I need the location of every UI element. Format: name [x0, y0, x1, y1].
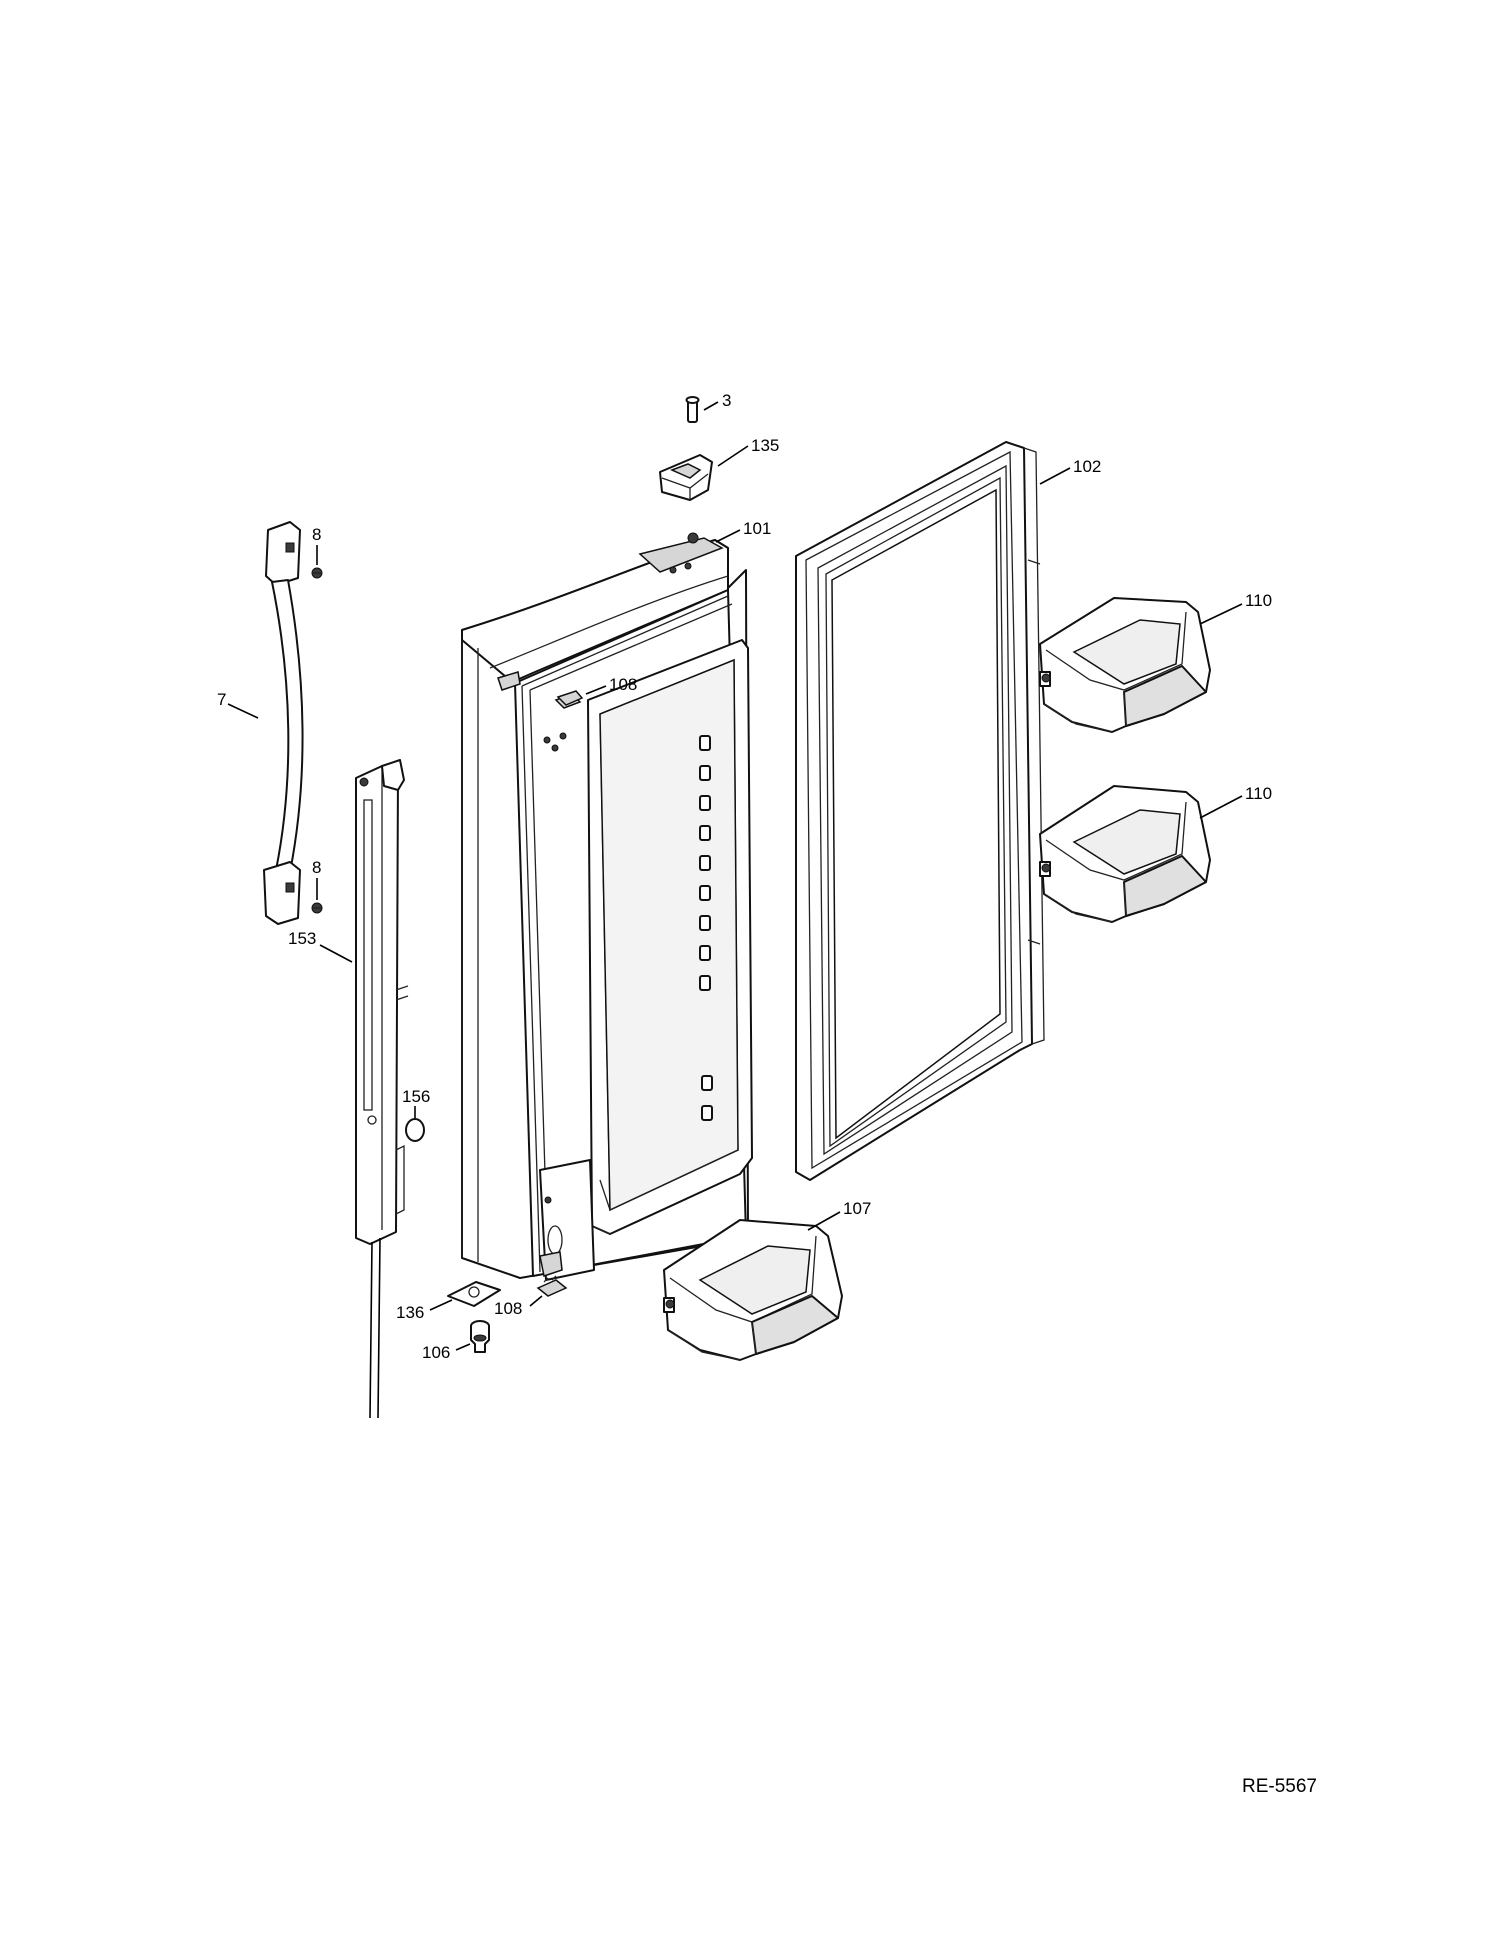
callout-7: 7 — [217, 690, 226, 709]
shelf-ribs — [699, 735, 713, 1121]
diagram-code: RE-5567 — [1242, 1776, 1317, 1797]
part-153-door-trim — [355, 759, 409, 1419]
callout-110-lower: 110 — [1245, 784, 1272, 803]
part-8-screw-bottom — [311, 902, 323, 914]
part-101-door-assembly — [461, 532, 753, 1281]
callout-110-upper: 110 — [1245, 591, 1272, 610]
part-7-door-handle — [263, 521, 304, 925]
part-135-hinge-cover — [659, 454, 713, 501]
part-110-bin-upper — [1039, 597, 1211, 733]
part-3-pin — [685, 396, 700, 423]
part-107-bin-bottom — [663, 1219, 843, 1361]
part-156-plug — [405, 1118, 425, 1142]
part-110-bin-lower — [1039, 785, 1211, 923]
callout-153: 153 — [288, 929, 316, 948]
leader-lines — [227, 401, 1243, 1351]
callout-106: 106 — [422, 1343, 450, 1362]
callout-135: 135 — [751, 436, 779, 455]
callout-8-bottom: 8 — [312, 858, 321, 877]
callout-108-bottom: 108 — [494, 1299, 522, 1318]
callout-102: 102 — [1073, 457, 1101, 476]
callout-136: 136 — [396, 1303, 424, 1322]
part-108-door-stop-top — [556, 690, 584, 706]
callout-108-top: 108 — [609, 675, 637, 694]
part-8-screw-top — [311, 567, 323, 579]
callout-8-top: 8 — [312, 525, 321, 544]
callout-156: 156 — [402, 1087, 430, 1106]
callout-labels: 3 135 102 101 8 110 108 7 110 8 153 156 … — [217, 391, 1272, 1362]
part-108-door-stop-bottom — [536, 1275, 568, 1297]
part-106-bushing — [470, 1320, 490, 1353]
callout-101: 101 — [743, 519, 771, 538]
callout-107: 107 — [843, 1199, 871, 1218]
callout-3: 3 — [722, 391, 731, 410]
part-136-hinge-plate — [447, 1281, 501, 1307]
part-102-door-gasket — [795, 441, 1045, 1181]
